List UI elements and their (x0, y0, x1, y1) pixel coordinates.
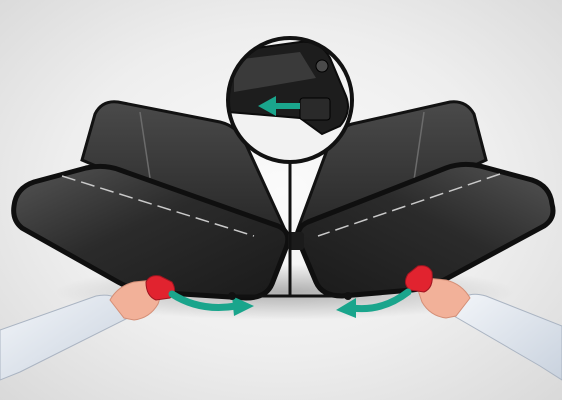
detail-zoom (228, 38, 352, 162)
detail-pin (316, 60, 328, 72)
right-sleeve (454, 294, 562, 380)
left-sleeve (0, 295, 128, 380)
detail-latch (300, 98, 330, 120)
